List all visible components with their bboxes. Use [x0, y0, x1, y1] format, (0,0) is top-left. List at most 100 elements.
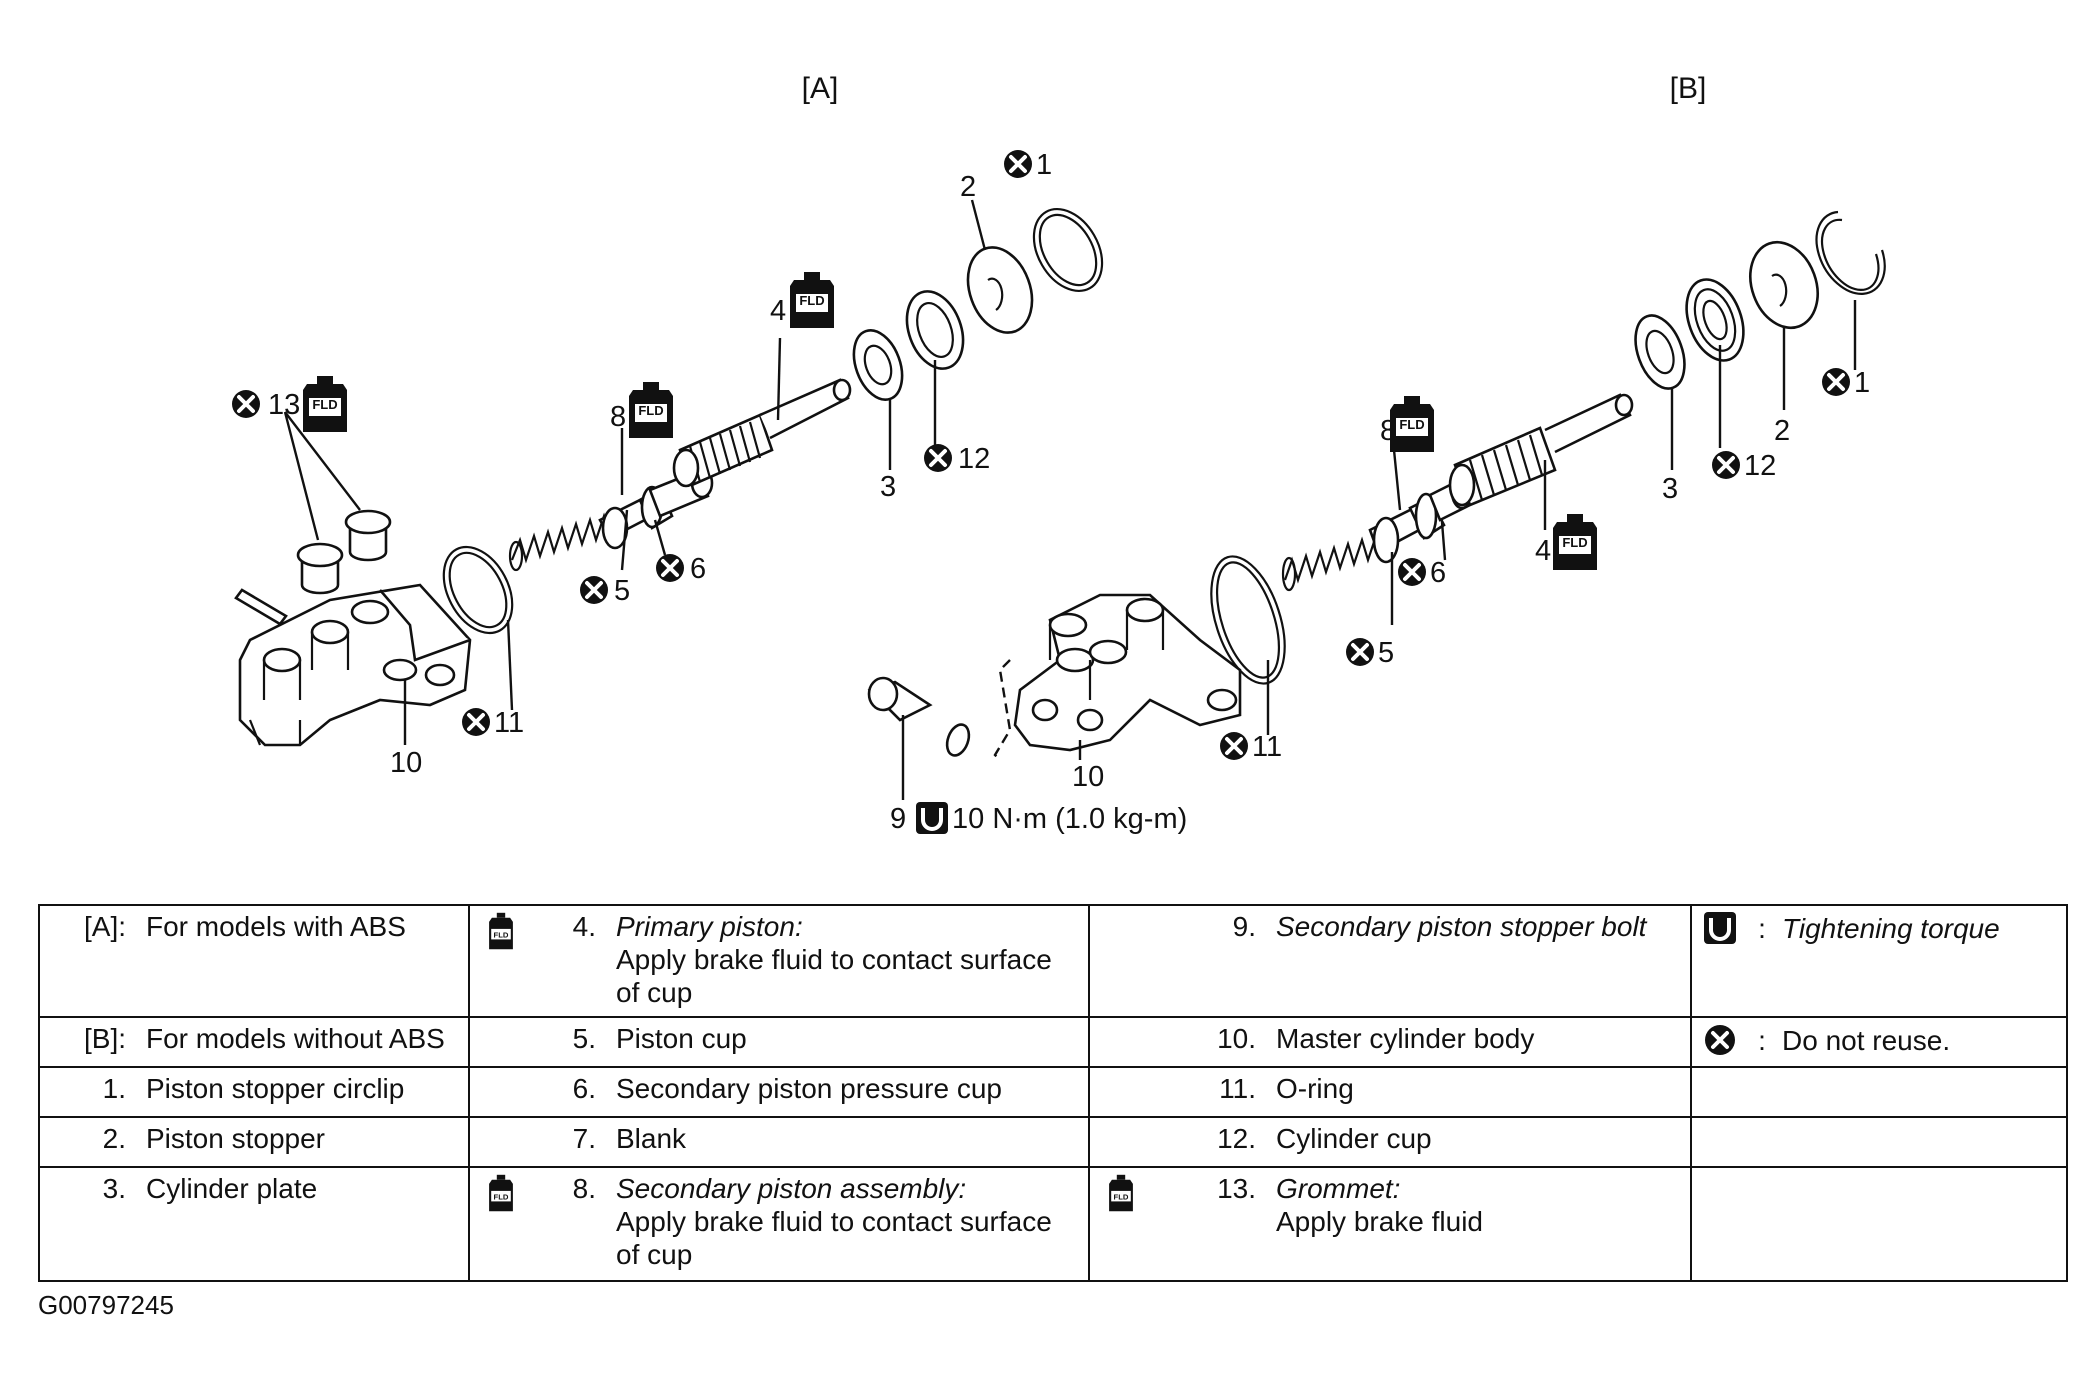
- legend-key: 4.: [572, 911, 596, 942]
- legend-row: 2. Piston stopper 7. Blank 12. Cylinder cup: [38, 1116, 2068, 1168]
- legend-text: Secondary piston stopper bolt: [1276, 911, 1647, 942]
- spring-a: [508, 512, 612, 572]
- legend-key: 7.: [572, 1123, 596, 1154]
- piston-stopper-circlip-a: [1032, 207, 1104, 293]
- callout-6-a: 6: [690, 553, 706, 585]
- cylinder-plate-a: [852, 329, 904, 401]
- legend-row: [A]: For models with ABS FLD 4. Primary p…: [38, 904, 2068, 1018]
- legend-key: 3.: [102, 1173, 126, 1204]
- callout-4-a: 4: [770, 295, 786, 327]
- legend-subtext: Apply brake fluid to contact surface of …: [616, 1206, 1052, 1270]
- callout-2-b: 2: [1774, 415, 1790, 447]
- view-b-label: [B]: [1670, 72, 1707, 105]
- brake-fluid-icon: FLD: [489, 1174, 513, 1212]
- legend-key: [B]:: [83, 1023, 126, 1054]
- callout-10-b: 10: [1072, 761, 1104, 793]
- fluid-icon-4a-text: FLD: [799, 293, 824, 308]
- primary-piston-b: [1448, 393, 1634, 507]
- legend-row: [B]:For models without ABS 5.Piston cup …: [38, 1016, 2068, 1068]
- callout-12-b: 12: [1744, 450, 1776, 482]
- legend-key: 2.: [102, 1123, 126, 1154]
- callout-5-a: 5: [614, 575, 630, 607]
- fluid-icon-text: FLD: [494, 1192, 509, 1201]
- callout-13-a: 13: [268, 389, 300, 421]
- legend-key: 9.: [1232, 911, 1256, 942]
- fluid-icon-text: FLD: [1114, 1192, 1129, 1201]
- callout-11-a: 11: [494, 707, 524, 739]
- tightening-torque-icon: [1704, 912, 1736, 944]
- piston-stopper-circlip-b: [1815, 210, 1886, 295]
- fluid-icon-text: FLD: [494, 930, 509, 939]
- legend-text: For models with ABS: [146, 911, 406, 942]
- legend-text: Piston stopper: [146, 1123, 325, 1154]
- piston-stopper-a: [966, 246, 1034, 334]
- legend-text: Grommet:: [1276, 1173, 1401, 1204]
- legend-subtext: Apply brake fluid: [1276, 1206, 1484, 1237]
- callout-11-b: 11: [1252, 731, 1282, 763]
- piston-stopper-b: [1749, 240, 1819, 330]
- master-cylinder-body-a: [238, 583, 472, 747]
- callout-4-b: 4: [1535, 535, 1551, 567]
- legend-key: 13.: [1217, 1173, 1256, 1204]
- legend-key: 10.: [1217, 1023, 1256, 1054]
- brake-fluid-icon: FLD: [489, 912, 513, 950]
- legend-row: 3.Cylinder plate FLD 8. Secondary piston…: [38, 1166, 2068, 1282]
- blank-pin-a: [234, 588, 288, 626]
- legend-text: Piston cup: [616, 1023, 747, 1054]
- callout-2-a: 2: [960, 171, 976, 203]
- symbol-colon: :: [1758, 912, 1766, 944]
- legend-subtext: Apply brake fluid to contact surface of …: [616, 944, 1052, 1008]
- callout-3-b: 3: [1662, 473, 1678, 505]
- grommet-a-1: [296, 542, 344, 595]
- callout-8-a: 8: [610, 401, 626, 433]
- view-b: 10 9 10 N·m (1.0 kg-m) 11: [867, 210, 1886, 836]
- legend-text: O-ring: [1276, 1073, 1354, 1104]
- legend-key: 8.: [572, 1173, 596, 1204]
- legend-text: For models without ABS: [146, 1023, 445, 1054]
- legend-text: Tightening torque: [1782, 912, 2000, 944]
- view-a-label: [A]: [802, 72, 839, 105]
- exploded-view-diagram: [A] [B] 13 FLD: [230, 72, 1886, 836]
- grommet-a-2: [344, 509, 392, 562]
- o-ring-a: [442, 545, 514, 635]
- fluid-icon-4b-text: FLD: [1562, 535, 1587, 550]
- view-a: 13 FLD 11 10 8 FLD 5 6: [230, 148, 1104, 779]
- legend-text: Primary piston:: [616, 911, 803, 942]
- callout-10-a: 10: [390, 747, 422, 779]
- fluid-icon-8a-text: FLD: [638, 403, 663, 418]
- stopper-bolt-washer-b: [945, 723, 971, 757]
- legend-text: Master cylinder body: [1276, 1023, 1535, 1054]
- primary-piston-a: [672, 378, 852, 488]
- fluid-icon-13-text: FLD: [312, 397, 337, 412]
- cylinder-plate-b: [1634, 314, 1686, 390]
- symbol-colon: :: [1758, 1024, 1766, 1056]
- fluid-icon-8b-text: FLD: [1399, 417, 1424, 432]
- legend-key: 5.: [572, 1023, 596, 1054]
- legend-row: 1.Piston stopper circlip 6.Secondary pis…: [38, 1066, 2068, 1118]
- callout-9-b: 9: [890, 803, 906, 835]
- callout-1-a: 1: [1036, 149, 1052, 181]
- do-not-reuse-icon: [1705, 1025, 1735, 1055]
- brake-fluid-icon: FLD: [1109, 1174, 1133, 1212]
- stopper-bolt-b: [867, 676, 933, 722]
- callout-5-b: 5: [1378, 637, 1394, 669]
- torque-spec: 10 N·m (1.0 kg-m): [952, 803, 1187, 835]
- cylinder-cup-b: [1685, 278, 1745, 362]
- legend-key: 12.: [1217, 1123, 1256, 1154]
- legend-text: Piston stopper circlip: [146, 1073, 405, 1104]
- legend-table: [A]: For models with ABS FLD 4. Primary p…: [38, 904, 2068, 1282]
- legend-text: Cylinder cup: [1276, 1123, 1432, 1154]
- legend-key: 6.: [572, 1073, 596, 1104]
- legend-text: Do not reuse.: [1782, 1024, 1951, 1056]
- callout-3-a: 3: [880, 471, 896, 503]
- legend-text: Blank: [616, 1123, 687, 1154]
- cylinder-cup-a: [905, 290, 965, 370]
- figure-code: G00797245: [38, 1290, 174, 1320]
- spring-b: [1281, 535, 1378, 592]
- legend-key: 11.: [1219, 1073, 1256, 1104]
- legend-key: [A]:: [83, 911, 126, 942]
- legend-text: Secondary piston assembly:: [616, 1173, 967, 1204]
- legend-text: Secondary piston pressure cup: [616, 1073, 1002, 1104]
- callout-1-b: 1: [1854, 367, 1870, 399]
- master-cylinder-body-b: [1013, 593, 1242, 752]
